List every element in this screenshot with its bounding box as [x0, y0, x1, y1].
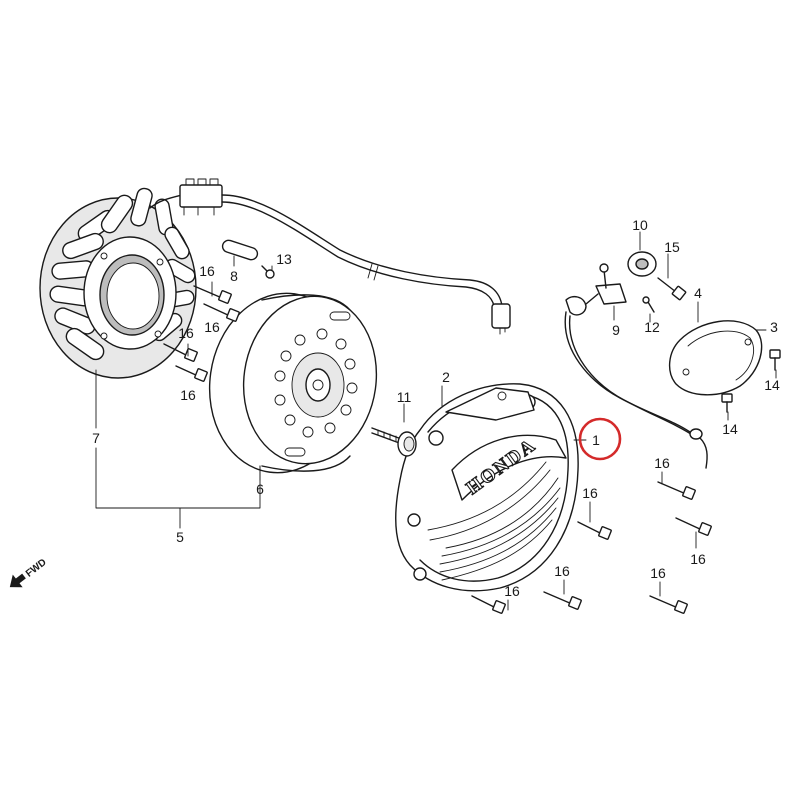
label-part-13: 13	[276, 251, 292, 267]
label-part-6: 6	[256, 481, 264, 497]
label-part-2: 2	[442, 369, 450, 385]
label-part-3: 3	[770, 319, 778, 335]
stator-coils	[49, 187, 196, 361]
bolt-part-16-f[interactable]	[471, 595, 506, 614]
label-part-14-b: 14	[722, 421, 738, 437]
label-part-16-j: 16	[650, 565, 666, 581]
flywheel-holes	[274, 328, 358, 438]
screw-part-12[interactable]	[642, 296, 655, 313]
label-part-12: 12	[644, 319, 660, 335]
label-part-16-c: 16	[178, 325, 194, 341]
bolt-part-16-g[interactable]	[543, 591, 582, 610]
label-part-1: 1	[592, 432, 600, 448]
pulse-generator-part-9[interactable]	[565, 263, 627, 316]
callout-labels: 7 5 6 2 11 1 8 13 16 16 16 16 10 15 9 12…	[92, 217, 780, 599]
bolt-part-16-d[interactable]	[175, 365, 208, 382]
bolt-part-16-i[interactable]	[675, 517, 712, 536]
cover-cooling-fins	[427, 461, 561, 581]
bolt-part-11[interactable]	[371, 427, 417, 457]
fwd-indicator: FWD	[9, 557, 49, 588]
stator-part-7[interactable]	[39, 187, 197, 379]
label-part-16-d: 16	[180, 387, 196, 403]
fwd-label: FWD	[24, 557, 49, 580]
label-part-16-i: 16	[690, 551, 706, 567]
screw-part-15[interactable]	[657, 277, 687, 301]
grommet-part-10[interactable]	[627, 251, 657, 277]
stator-connector[interactable]	[179, 178, 223, 216]
label-part-16-f: 16	[504, 583, 520, 599]
flywheel-part-6[interactable]	[198, 284, 387, 482]
highlight-circle-part-1	[578, 417, 622, 461]
fwd-arrow-icon	[9, 573, 26, 588]
bolt-part-16-j[interactable]	[649, 595, 688, 614]
label-part-10: 10	[632, 217, 648, 233]
dowel-pin-part-8[interactable]	[221, 239, 259, 262]
label-part-14-a: 14	[764, 377, 780, 393]
label-part-16-a: 16	[199, 263, 215, 279]
label-part-11: 11	[397, 389, 412, 405]
crankcase-cover-part-1[interactable]: HONDA	[395, 383, 579, 592]
label-part-5: 5	[176, 529, 184, 545]
bolt-part-16-b[interactable]	[203, 303, 240, 322]
label-part-15: 15	[664, 239, 680, 255]
label-part-7: 7	[92, 430, 100, 446]
label-part-8: 8	[230, 268, 238, 284]
stator-wire-harness	[221, 194, 511, 335]
label-part-16-e: 16	[582, 485, 598, 501]
bolt-part-14-upper[interactable]	[769, 349, 781, 371]
bolt-part-16-e[interactable]	[577, 521, 612, 540]
bolt-part-16-a[interactable]	[193, 285, 232, 304]
label-part-16-h: 16	[654, 455, 670, 471]
label-part-16-g: 16	[554, 563, 570, 579]
clip-part-13[interactable]	[261, 265, 275, 279]
label-part-4: 4	[694, 285, 702, 301]
bolt-part-14-lower[interactable]	[721, 393, 733, 413]
label-part-9: 9	[612, 322, 620, 338]
pulse-generator-wire	[564, 311, 708, 469]
bolt-part-16-h[interactable]	[657, 481, 696, 500]
label-part-16-b: 16	[204, 319, 220, 335]
pulse-cover-part-3[interactable]	[669, 320, 763, 396]
